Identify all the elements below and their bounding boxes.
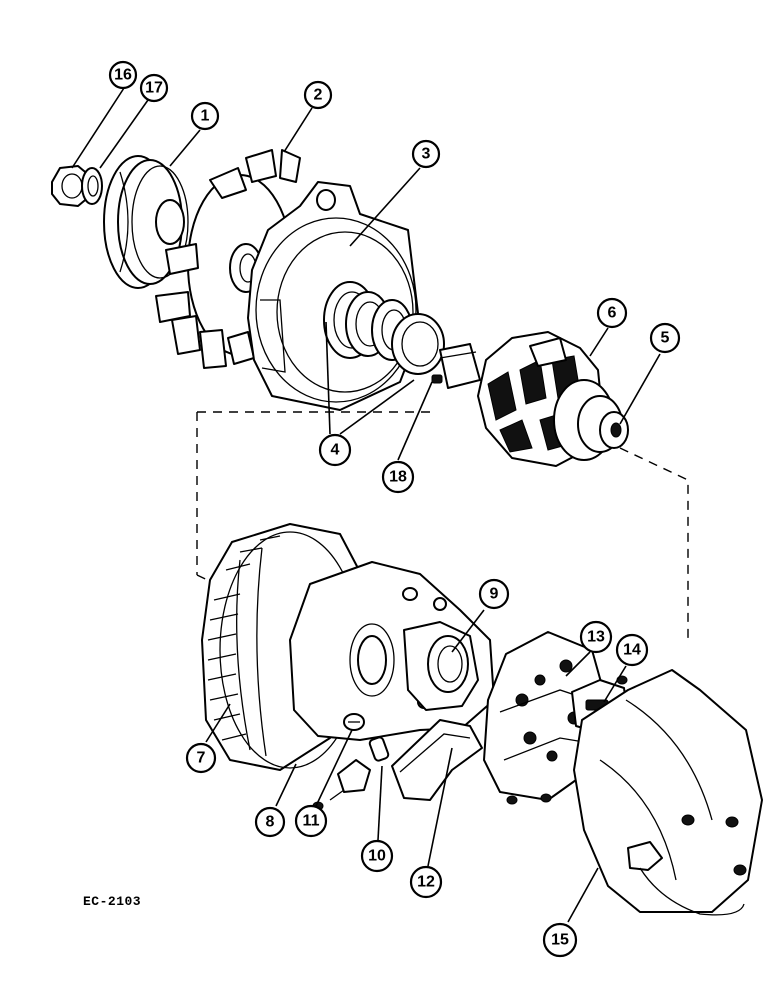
capacitor-part	[368, 736, 390, 762]
callout-label: 12	[417, 874, 435, 891]
callout-c10: 10	[360, 839, 394, 873]
callout-label: 5	[661, 330, 670, 347]
brush-holder-part	[403, 621, 479, 711]
callout-c4: 4	[318, 433, 352, 467]
callout-c18: 18	[381, 460, 415, 494]
callout-label: 6	[608, 305, 617, 322]
callout-label: 9	[490, 586, 499, 603]
figure-code: EC-2103	[83, 894, 142, 909]
callout-c16: 16	[108, 60, 138, 90]
callout-label: 17	[145, 80, 163, 97]
callout-label: 14	[623, 642, 641, 659]
callout-label: 15	[551, 932, 569, 949]
callout-c8: 8	[254, 806, 286, 838]
callout-c3: 3	[411, 139, 441, 169]
callout-label: 10	[368, 848, 386, 865]
callout-c14: 14	[615, 633, 649, 667]
bearing-part	[323, 281, 445, 375]
callout-c1: 1	[190, 101, 220, 131]
callout-label: 18	[389, 469, 407, 486]
callout-label: 3	[422, 146, 431, 163]
callout-c17: 17	[139, 73, 169, 103]
callout-label: 11	[303, 813, 320, 830]
callout-c5: 5	[649, 322, 681, 354]
callout-label: 13	[587, 629, 605, 646]
key-part	[431, 374, 443, 384]
callout-c13: 13	[579, 620, 613, 654]
callout-label: 2	[314, 87, 323, 104]
suppressor-bracket-part	[391, 719, 483, 801]
screw-part	[343, 713, 365, 731]
callout-c12: 12	[409, 865, 443, 899]
slip-ring-part	[553, 379, 629, 461]
callout-c2: 2	[303, 80, 333, 110]
callout-c6: 6	[596, 297, 628, 329]
leader-lines	[71, 87, 661, 923]
callout-label: 7	[197, 750, 206, 767]
callout-label: 8	[266, 814, 275, 831]
callout-c7: 7	[185, 742, 217, 774]
callout-c15: 15	[542, 922, 578, 958]
callout-label: 1	[201, 108, 210, 125]
callout-c9: 9	[478, 578, 510, 610]
callout-label: 16	[114, 67, 132, 84]
callout-label: 4	[331, 442, 340, 459]
callout-c11: 11	[294, 804, 328, 838]
washer-part	[81, 167, 103, 205]
rear-cover-part	[573, 669, 763, 916]
